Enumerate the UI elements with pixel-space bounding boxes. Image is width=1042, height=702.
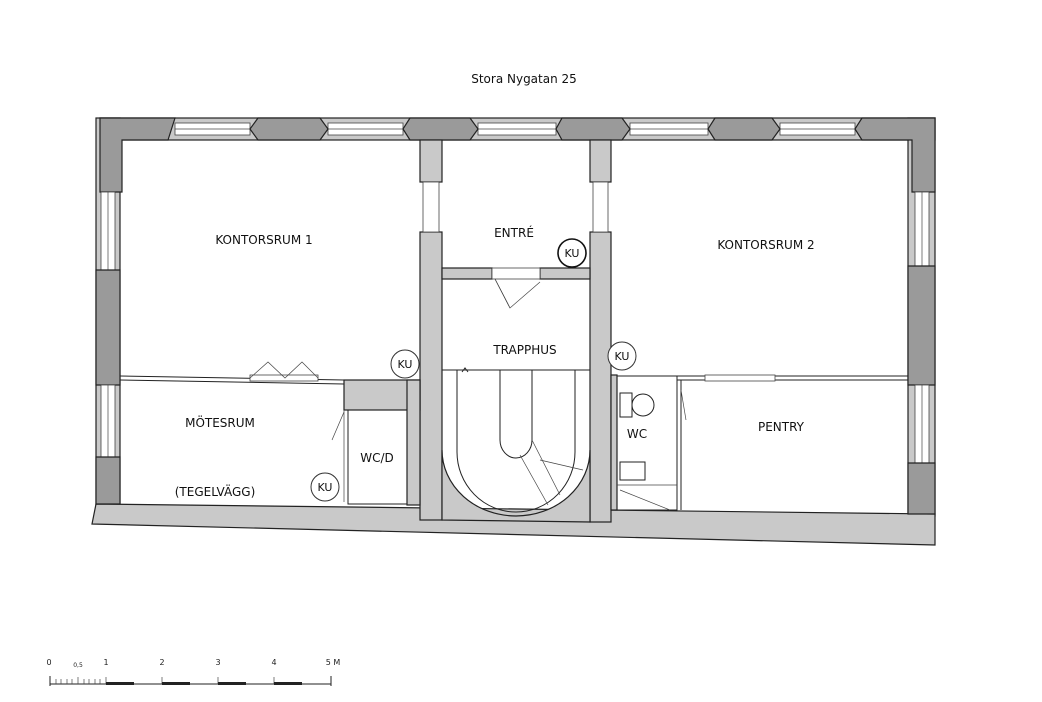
scale-tick-4: 4 (271, 658, 276, 667)
entre-door (491, 267, 541, 309)
room-wcd: WC/D (360, 451, 394, 465)
column-openings (422, 181, 609, 233)
top-windows (174, 122, 856, 136)
ku-marker-kontorsrum-2: KU (607, 341, 637, 371)
scale-minor-ticks (55, 677, 275, 684)
plan-title: Stora Nygatan 25 (471, 72, 577, 86)
scale-tick-3: 3 (215, 658, 220, 667)
partitions (119, 361, 908, 511)
room-trapphus: TRAPPHUS (492, 343, 556, 357)
room-entre: ENTRÉ (494, 225, 534, 240)
left-windows (95, 191, 121, 505)
room-kontorsrum-2: KONTORSRUM 2 (717, 238, 814, 252)
wall-note-tegelvagg: (TEGELVÄGG) (175, 484, 256, 499)
scale-tick-0: 0 (46, 658, 51, 667)
interior-walls (343, 139, 618, 523)
room-kontorsrum-1: KONTORSRUM 1 (215, 233, 312, 247)
scale-tick-5: 5 M (326, 658, 341, 667)
outer-walls (91, 117, 936, 546)
scale-bar: 0 0,5 1 2 3 4 5 M (46, 658, 340, 686)
svg-text:KU: KU (318, 481, 333, 494)
top-piers (99, 117, 936, 193)
svg-text:KU: KU (398, 358, 413, 371)
room-wc: WC (627, 427, 647, 441)
room-labels: KONTORSRUM 1 ENTRÉ KONTORSRUM 2 TRAPPHUS… (175, 225, 815, 499)
ku-marker-motesrum: KU (310, 472, 340, 502)
ku-markers: KU KU KU KU (310, 238, 637, 502)
room-motesrum: MÖTESRUM (185, 414, 255, 430)
room-pentry: PENTRY (758, 420, 805, 434)
staircase (442, 367, 590, 513)
right-windows (907, 191, 936, 515)
ku-marker-entre: KU (557, 238, 587, 268)
scale-tick-2: 2 (159, 658, 164, 667)
scale-tick-1: 1 (103, 658, 108, 667)
svg-text:KU: KU (565, 247, 580, 260)
svg-text:KU: KU (615, 350, 630, 363)
ku-marker-kontorsrum-1: KU (390, 349, 420, 379)
scale-tick-0-5: 0,5 (73, 662, 83, 669)
